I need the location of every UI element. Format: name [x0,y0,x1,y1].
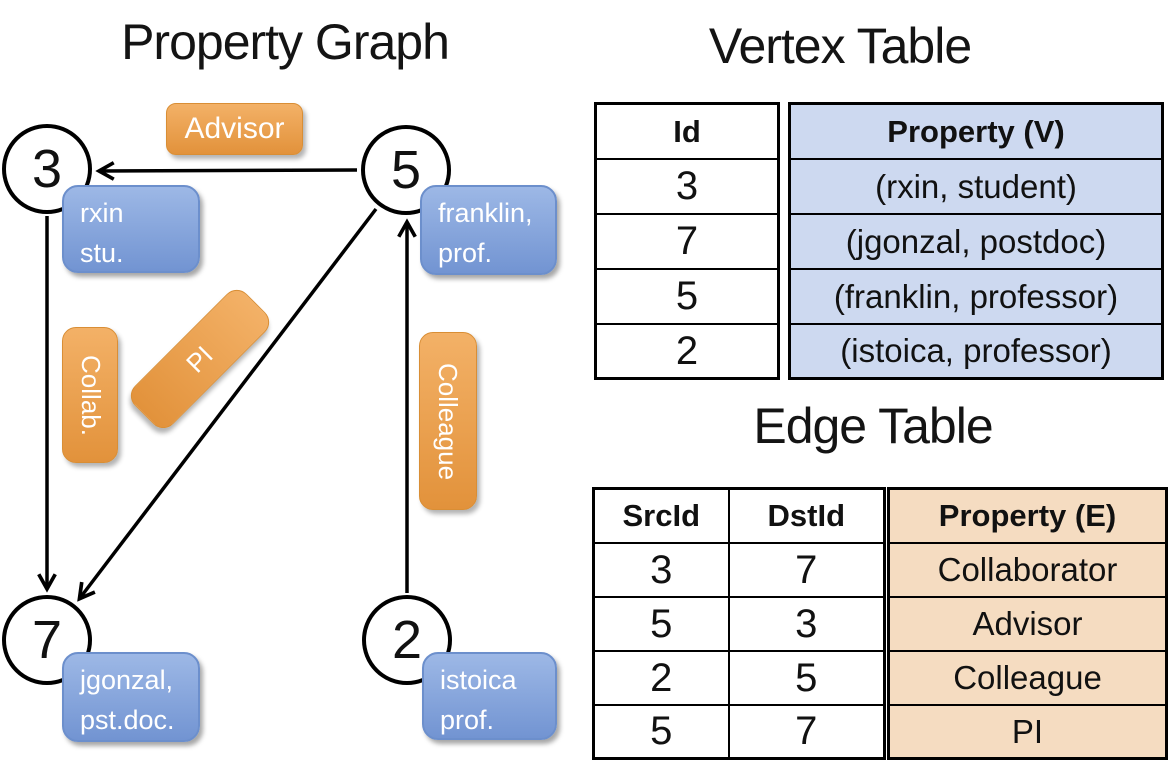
edge-dst-cell: 7 [727,541,886,598]
table-row: 3 7 [592,541,886,598]
vertex-property-label-3: rxin stu. [62,185,200,273]
edge-dst-cell: 5 [727,649,886,706]
table-row: 2 5 [592,649,886,706]
edge-label-collab: Collab. [62,327,118,463]
vertex-id-cell: 2 [594,322,780,380]
table-row: 5 [594,267,780,325]
table-row: PI [887,703,1168,760]
edge-table-property-header: Property (E) [887,487,1168,544]
table-row: Collaborator [887,541,1168,598]
edge-property-cell: Collaborator [887,541,1168,598]
graph-node-3-id: 3 [31,139,63,199]
graph-node-7-id: 7 [31,610,63,670]
edge-table-src-header: SrcId [592,487,730,544]
edge-label-pi-text: PI [180,339,219,378]
vertex-table-title: Vertex Table [708,18,972,74]
table-row: Colleague [887,649,1168,706]
graph-edges [0,0,580,760]
property-graph-title: Property Graph [121,14,450,70]
vertex-id-cell: 7 [594,212,780,270]
edge-table-header-row: Property (E) [887,487,1168,544]
vertex-property-label-2-line1: istoica [440,665,517,695]
vertex-property-cell: (istoica, professor) [788,322,1164,380]
edge-label-colleague: Colleague [419,332,477,510]
vertex-property-cell: (franklin, professor) [788,267,1164,325]
table-row: (jgonzal, postdoc) [788,212,1164,270]
vertex-table-header-row: Property (V) [788,102,1164,160]
table-row: (franklin, professor) [788,267,1164,325]
vertex-table-header-row: Id [594,102,780,160]
table-row: 5 3 [592,595,886,652]
vertex-property-label-3-line2: stu. [80,238,124,268]
vertex-property-label-7: jgonzal, pst.doc. [62,652,200,742]
vertex-property-label-5-line1: franklin, [438,198,533,228]
edge-property-cell: Colleague [887,649,1168,706]
edge-dst-cell: 7 [727,703,886,760]
edge-src-cell: 2 [592,649,730,706]
vertex-property-label-2-line2: prof. [440,705,495,735]
vertex-id-cell: 3 [594,157,780,215]
vertex-property-label-3-line1: rxin [80,198,124,228]
edge-dst-cell: 3 [727,595,886,652]
vertex-property-cell: (jgonzal, postdoc) [788,212,1164,270]
vertex-property-label-5-line2: prof. [438,238,493,268]
edge-src-cell: 3 [592,541,730,598]
vertex-property-cell: (rxin, student) [788,157,1164,215]
graph-node-2-id: 2 [391,610,423,670]
edge-src-cell: 5 [592,703,730,760]
graph-node-5: 5 [361,125,451,215]
edge-table-id-columns: SrcId DstId 3 7 5 3 2 5 5 7 [592,487,886,760]
table-row: 3 [594,157,780,215]
vertex-table-property-column: Property (V) (rxin, student) (jgonzal, p… [788,102,1164,380]
edge-table-title: Edge Table [753,398,993,454]
edge-property-cell: Advisor [887,595,1168,652]
vertex-property-label-7-line1: jgonzal, [80,665,174,695]
vertex-table-id-column: Id 3 7 5 2 [594,102,780,380]
graph-node-5-id: 5 [390,140,422,200]
edge-label-advisor: Advisor [166,103,303,155]
table-row: 5 7 [592,703,886,760]
vertex-property-label-7-line2: pst.doc. [80,705,175,735]
table-row: 2 [594,322,780,380]
edge-src-cell: 5 [592,595,730,652]
vertex-table-property-header: Property (V) [788,102,1164,160]
vertex-property-label-5: franklin, prof. [420,185,557,275]
edge-advisor-line [100,170,358,171]
edge-table-property-column: Property (E) Collaborator Advisor Collea… [887,487,1168,760]
table-row: 7 [594,212,780,270]
graph-node-2: 2 [362,595,452,685]
vertex-table-id-header: Id [594,102,780,160]
edge-pi-line [80,207,378,598]
edge-label-colleague-text: Colleague [433,362,464,480]
edge-table-header-row: SrcId DstId [592,487,886,544]
edge-table-dst-header: DstId [727,487,886,544]
table-row: (rxin, student) [788,157,1164,215]
table-row: (istoica, professor) [788,322,1164,380]
edge-label-collab-text: Collab. [75,354,106,436]
vertex-id-cell: 5 [594,267,780,325]
edge-property-cell: PI [887,703,1168,760]
edge-label-advisor-text: Advisor [184,112,285,145]
vertex-property-label-2: istoica prof. [422,652,557,740]
table-row: Advisor [887,595,1168,652]
